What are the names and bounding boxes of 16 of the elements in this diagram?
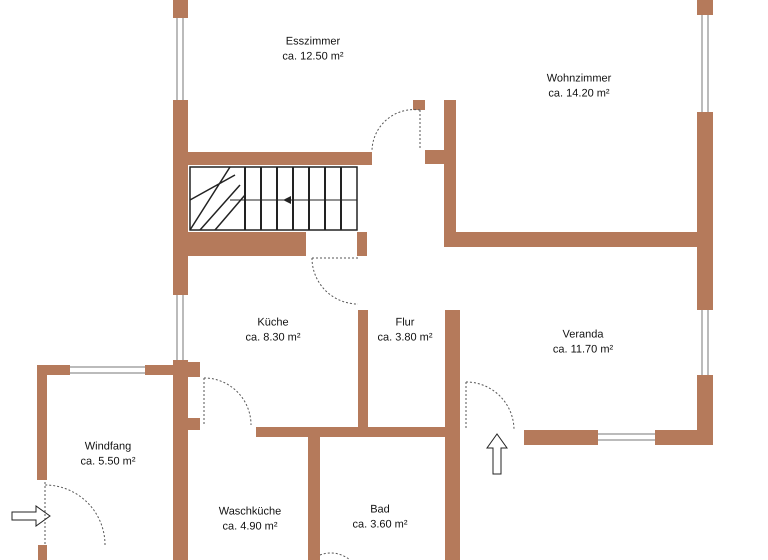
- room-area: ca. 11.70 m²: [552, 344, 614, 356]
- room-name: Bad: [370, 504, 390, 516]
- room-name: Wohnzimmer: [546, 72, 612, 86]
- room-area: ca. 8.30 m²: [245, 332, 301, 344]
- room-area: ca. 12.50 m²: [282, 50, 344, 64]
- room-name: Windfang: [84, 440, 132, 454]
- room-area: ca. 3.80 m²: [377, 332, 433, 344]
- room-area: ca. 4.90 m²: [222, 520, 278, 534]
- room-area: ca. 3.60 m²: [352, 518, 408, 532]
- room-name: Esszimmer: [286, 36, 340, 48]
- room-name: Veranda: [562, 328, 604, 342]
- room-name: Küche: [257, 316, 289, 330]
- room-area: ca. 5.50 m²: [80, 456, 136, 468]
- room-name: Flur: [396, 316, 414, 330]
- room-area: ca. 14.20 m²: [548, 88, 610, 100]
- room-name: Waschküche: [218, 506, 282, 518]
